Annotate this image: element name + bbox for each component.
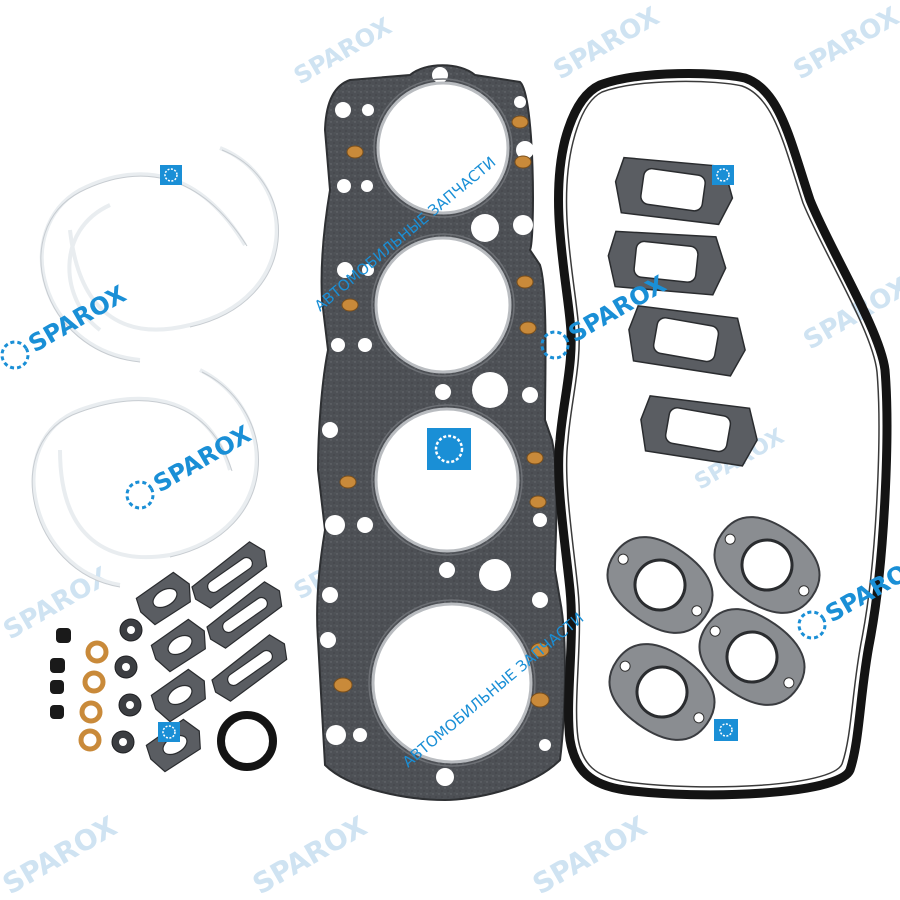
intake-manifold-gaskets <box>607 156 758 467</box>
sparox-badge-icon <box>712 165 734 185</box>
watermark-brand-faint: SPAROX <box>247 809 373 900</box>
sparox-badge-icon <box>427 428 471 470</box>
watermark-brand-faint: SPAROX <box>527 809 653 900</box>
split-ring-top <box>39 146 279 362</box>
sparox-logo-icon <box>125 480 155 510</box>
watermark-brand-faint: SPAROX <box>789 2 900 86</box>
exhaust-manifold-gaskets <box>606 516 821 741</box>
oil-seal <box>217 711 277 771</box>
sparox-badges <box>158 165 738 742</box>
sparox-badge-icon <box>158 722 180 742</box>
watermark-brand: SPAROX <box>149 420 257 498</box>
watermark-brand: SPAROX <box>821 550 900 628</box>
small-gaskets <box>135 541 288 773</box>
sparox-logo-watermark: SPAROX <box>125 420 257 510</box>
watermark-brand-faint: SPAROX <box>0 809 123 900</box>
sparox-badge-icon <box>160 165 182 185</box>
washers-and-seals <box>50 618 143 754</box>
valve-cover-seal <box>554 69 892 800</box>
sparox-logo-icon <box>797 610 827 640</box>
sparox-logo-watermark: SPAROX <box>0 280 131 370</box>
split-ring-bottom <box>31 368 259 587</box>
sparox-badge-icon <box>714 719 738 741</box>
